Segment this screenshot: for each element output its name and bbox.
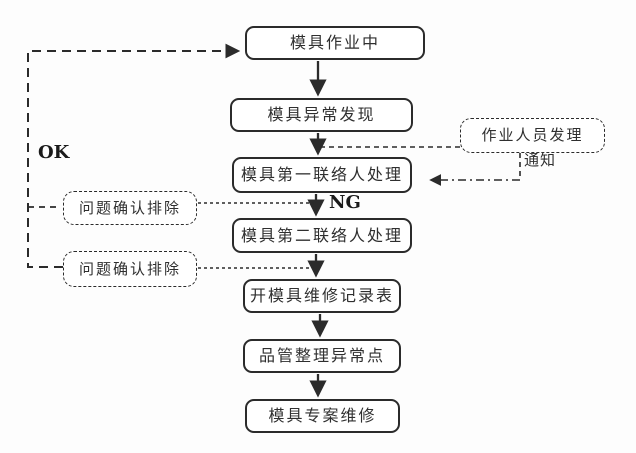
- node-problem-confirmed-resolved-2: 问题确认排除: [63, 251, 197, 287]
- edge-label-notify: 通知: [524, 151, 557, 169]
- edge-label-ok: OK: [38, 142, 70, 163]
- node-open-repair-record: 开模具维修记录表: [243, 279, 401, 313]
- edge-label-ng: NG: [329, 192, 361, 213]
- node-second-contact-handles: 模具第二联络人处理: [232, 218, 412, 253]
- node-qc-organize-abnormal-points: 品管整理异常点: [243, 339, 401, 373]
- node-mold-abnormality-found: 模具异常发现: [230, 98, 413, 132]
- ok-loop-dashed-line: [27, 43, 241, 268]
- node-mold-project-repair: 模具专案维修: [245, 399, 400, 433]
- node-mold-in-operation: 模具作业中: [245, 26, 425, 60]
- node-operator-handles: 作业人员发理: [460, 118, 605, 153]
- node-problem-confirmed-resolved-1: 问题确认排除: [63, 191, 197, 225]
- node-first-contact-handles: 模具第一联络人处理: [232, 157, 412, 193]
